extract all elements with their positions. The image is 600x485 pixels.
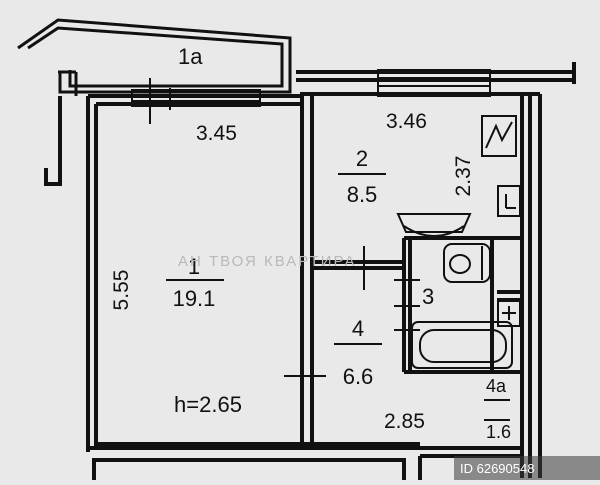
door-marks <box>284 246 510 421</box>
balcony-outline <box>17 18 292 96</box>
exterior-walls <box>44 62 576 478</box>
room1-number: 1 <box>188 254 200 279</box>
stove-icon <box>481 115 517 157</box>
sink-icon <box>497 185 521 217</box>
listing-id: ID 62690548 <box>460 461 534 476</box>
room4a-area: 1.6 <box>486 422 511 442</box>
room4a-number: 4а <box>486 376 507 396</box>
dimension-room2-length: 2.37 <box>452 156 475 197</box>
room2-area: 8.5 <box>347 182 378 207</box>
agency-watermark: АН ТВОЯ КВАРТИРА <box>178 253 357 270</box>
dimension-room1-width: 3.45 <box>196 122 237 145</box>
room3-number: 3 <box>422 284 434 309</box>
room1-height: h=2.65 <box>174 392 242 417</box>
toilet-icon <box>443 243 491 283</box>
room4-number: 4 <box>352 316 364 341</box>
room1-area: 19.1 <box>173 286 216 311</box>
bathtub-icon <box>411 321 513 369</box>
listing-id-backdrop <box>454 456 600 480</box>
room4-area: 6.6 <box>343 364 374 389</box>
window-room2 <box>377 69 491 97</box>
dimension-room1-length: 5.55 <box>110 270 133 311</box>
dimension-corridor-width: 2.85 <box>384 410 425 433</box>
window-room1 <box>131 78 261 124</box>
dimension-room2-width: 3.46 <box>386 110 427 133</box>
balcony-label: 1а <box>178 44 203 69</box>
socket-icon <box>497 299 521 327</box>
washbasin-icon <box>396 213 472 237</box>
room2-number: 2 <box>356 146 368 171</box>
